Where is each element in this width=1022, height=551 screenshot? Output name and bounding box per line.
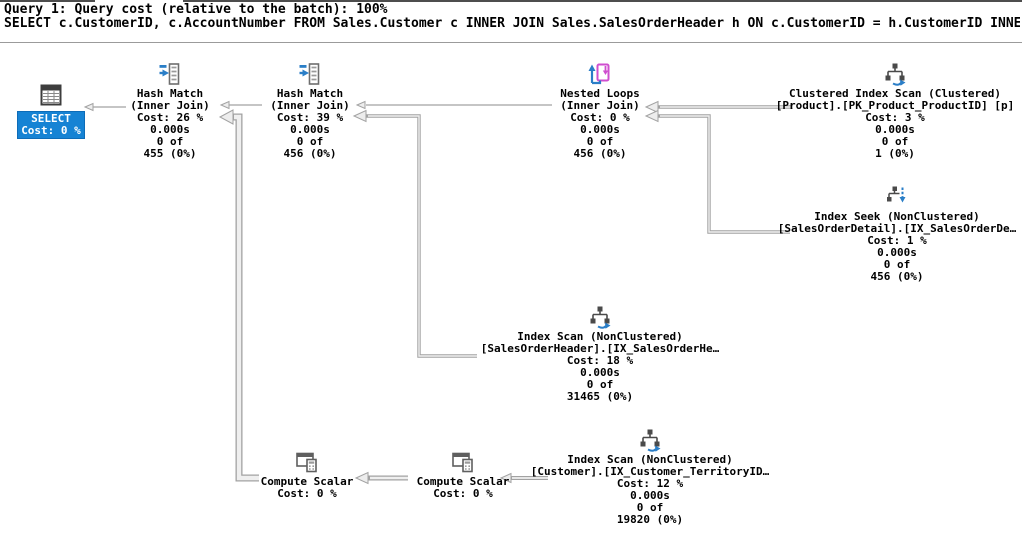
node-subtitle: (Inner Join): [130, 99, 210, 112]
node-rows-total: 456 (0%): [870, 270, 924, 283]
node-title: Clustered Index Scan (Clustered): [789, 87, 1001, 100]
arrowhead: [83, 102, 94, 112]
clustered-index-scan-icon: [885, 63, 906, 86]
node-title: Hash Match: [136, 87, 204, 100]
query-statement-text[interactable]: SELECT c.CustomerID, c.AccountNumber FRO…: [4, 16, 1020, 31]
node-cost: Cost: 1 %: [867, 234, 927, 247]
node-object: [SalesOrderHeader].[IX_SalesOrderHe…: [480, 342, 720, 355]
node-cost: Cost: 26 %: [136, 111, 204, 124]
compute-scalar-icon: [296, 452, 317, 473]
node-rows-of: 0 of: [586, 378, 614, 391]
node-rows-of: 0 of: [296, 135, 324, 148]
node-cost: Cost: 0 %: [570, 111, 630, 124]
node-title: Compute Scalar: [260, 475, 354, 488]
node-time: 0.000s: [580, 123, 620, 136]
node-title: Index Seek (NonClustered): [814, 210, 980, 223]
node-time: 0.000s: [630, 489, 670, 502]
arrowhead: [499, 472, 512, 484]
node-subtitle: (Inner Join): [270, 99, 350, 112]
arrowhead: [644, 100, 659, 114]
hash-match-icon: [299, 63, 320, 85]
pane-top-border: [0, 0, 1022, 2]
node-title: Nested Loops: [560, 87, 640, 100]
node-rows-total: 456 (0%): [573, 147, 627, 160]
node-rows-of: 0 of: [883, 258, 911, 271]
node-nested-loops[interactable]: Nested Loops (Inner Join) Cost: 0 % 0.00…: [480, 62, 720, 160]
index-scan-icon: [640, 429, 661, 452]
node-rows-total: 456 (0%): [283, 147, 337, 160]
node-rows-of: 0 of: [156, 135, 184, 148]
node-object: [Product].[PK_Product_ProductID] [p]: [775, 99, 1015, 112]
node-title: Hash Match: [276, 87, 344, 100]
node-rows-total: 455 (0%): [143, 147, 197, 160]
node-rows-of: 0 of: [636, 501, 664, 514]
node-cost: Cost: 12 %: [616, 477, 684, 490]
tab-notch: [95, 0, 183, 2]
hash-match-icon: [159, 63, 180, 85]
arrowhead: [644, 109, 659, 123]
node-cost: Cost: 3 %: [865, 111, 925, 124]
index-seek-icon: [887, 186, 906, 203]
node-title: Index Scan (NonClustered): [517, 330, 683, 343]
node-rows-total: 19820 (0%): [616, 513, 684, 526]
select-label: SELECT: [31, 112, 71, 125]
arrowhead: [352, 109, 367, 123]
node-index-scan-customer[interactable]: Index Scan (NonClustered) [Customer].[IX…: [525, 428, 775, 526]
arrowhead: [355, 100, 366, 110]
result-table-icon: [40, 84, 62, 106]
node-time: 0.000s: [877, 246, 917, 259]
node-cost: Cost: 39 %: [276, 111, 344, 124]
node-cost: Cost: 18 %: [566, 354, 634, 367]
node-clustered-index-scan-product[interactable]: Clustered Index Scan (Clustered) [Produc…: [775, 62, 1015, 160]
node-object: [Customer].[IX_Customer_TerritoryID…: [530, 465, 770, 478]
node-title: Index Scan (NonClustered): [567, 453, 733, 466]
query-cost-label: Query 1: Query cost (relative to the bat…: [4, 3, 388, 17]
node-time: 0.000s: [875, 123, 915, 136]
nested-loops-icon: [588, 63, 610, 85]
node-time: 0.000s: [580, 366, 620, 379]
node-object: [SalesOrderDetail].[IX_SalesOrderDe…: [777, 222, 1017, 235]
arrowhead: [219, 100, 230, 110]
node-compute-scalar-2[interactable]: Compute Scalar Cost: 0 %: [383, 450, 543, 500]
node-rows-of: 0 of: [881, 135, 909, 148]
node-index-seek-salesorderdetail[interactable]: Index Seek (NonClustered) [SalesOrderDet…: [772, 185, 1022, 283]
node-rows-total: 31465 (0%): [566, 390, 634, 403]
node-index-scan-salesorderheader[interactable]: Index Scan (NonClustered) [SalesOrderHea…: [475, 305, 725, 403]
index-scan-icon: [590, 306, 611, 329]
header-divider: [0, 42, 1022, 43]
query-header: Query 1: Query cost (relative to the bat…: [4, 3, 1020, 31]
compute-scalar-icon: [452, 452, 473, 473]
node-cost: Cost: 0 %: [277, 487, 337, 500]
node-compute-scalar-1[interactable]: Compute Scalar Cost: 0 %: [227, 450, 387, 500]
arrowhead: [354, 471, 369, 485]
node-select[interactable]: SELECT Cost: 0 %: [16, 84, 86, 139]
node-hash-match-1[interactable]: Hash Match (Inner Join) Cost: 26 % 0.000…: [50, 62, 290, 160]
node-rows-total: 1 (0%): [875, 147, 915, 160]
node-subtitle: (Inner Join): [560, 99, 640, 112]
node-title: Compute Scalar: [416, 475, 510, 488]
node-hash-match-2[interactable]: Hash Match (Inner Join) Cost: 39 % 0.000…: [190, 62, 430, 160]
select-cost: Cost: 0 %: [21, 124, 81, 137]
arrowhead: [218, 109, 234, 125]
node-time: 0.000s: [150, 123, 190, 136]
node-rows-of: 0 of: [586, 135, 614, 148]
node-cost: Cost: 0 %: [433, 487, 493, 500]
node-time: 0.000s: [290, 123, 330, 136]
select-cost-box: SELECT Cost: 0 %: [17, 111, 85, 139]
